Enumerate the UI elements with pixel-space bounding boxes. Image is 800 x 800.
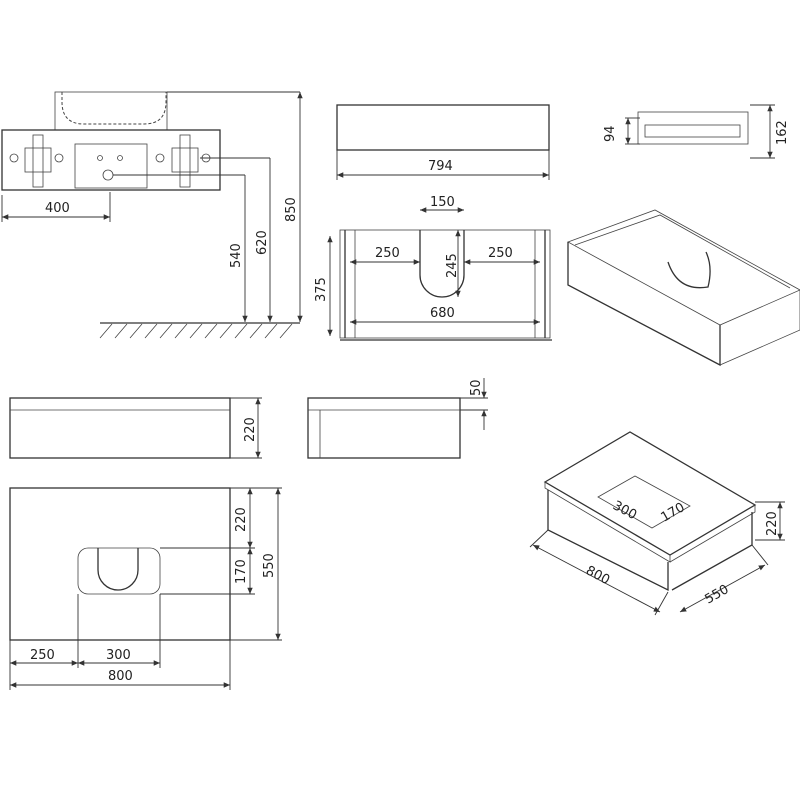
dim-300-iso: 300 [610, 498, 639, 523]
dim-170-plan: 170 [234, 559, 249, 584]
dim-162: 162 [775, 120, 790, 145]
dim-300-plan: 300 [106, 648, 131, 663]
dimension-lines [625, 104, 775, 159]
front-installation-view: 400 540 620 850 [1, 91, 303, 339]
iso-top-edge-front [544, 482, 671, 563]
bracket-left [24, 134, 52, 188]
siphon-cutout [419, 230, 465, 298]
drawer-side-detail: 94 162 [603, 104, 790, 159]
dim-50: 50 [469, 379, 484, 396]
dim-250-right: 250 [488, 246, 513, 261]
drawer-iso-front [567, 242, 721, 367]
floor-hatch [99, 323, 293, 339]
top-panel-outline [336, 104, 550, 151]
dim-94: 94 [603, 125, 618, 142]
drawer-iso-top [567, 209, 800, 326]
dim-680: 680 [430, 306, 455, 321]
isometric-view: 300 170 800 550 220 [529, 431, 785, 616]
basin-opening [77, 547, 161, 595]
dim-150: 150 [430, 195, 455, 210]
drawer-isometric [567, 209, 800, 367]
plan-siphon-cutout [97, 548, 139, 591]
dim-220-front: 220 [243, 417, 258, 442]
dim-550-plan: 550 [262, 553, 277, 578]
plan-view: 220 170 550 250 300 800 [9, 487, 282, 690]
drawer-opening [74, 143, 148, 189]
dimension-lines [230, 397, 262, 459]
dimension-lines [529, 501, 785, 616]
dimension-lines [1, 91, 303, 322]
dim-620: 620 [255, 230, 270, 255]
top-panel-view: 794 [336, 104, 550, 180]
dimension-lines [336, 150, 550, 180]
bracket-right [171, 134, 199, 188]
dim-375: 375 [314, 277, 329, 302]
front-elevation-outline [9, 397, 231, 459]
basin-dashed [61, 92, 167, 125]
cabinet-front [1, 129, 221, 191]
dim-850: 850 [284, 197, 299, 222]
dimension-lines [9, 487, 282, 690]
dim-800-plan: 800 [108, 669, 133, 684]
drawer-iso-inner-edge [574, 214, 791, 289]
drawer-front-outline [339, 229, 551, 339]
dim-220-plan: 220 [234, 507, 249, 532]
iso-top-edge-side [669, 505, 756, 563]
dim-794: 794 [428, 159, 453, 174]
plan-outline [9, 487, 231, 641]
side-elevation-outline [307, 397, 461, 459]
iso-basin-cutout [597, 475, 691, 529]
dim-170-iso: 170 [659, 500, 688, 525]
dim-540: 540 [229, 243, 244, 268]
dim-250-plan: 250 [30, 648, 55, 663]
iso-top [543, 431, 757, 556]
front-elevation: 220 [9, 397, 262, 459]
dimension-lines [460, 378, 488, 430]
dimension-lines [327, 207, 540, 336]
dim-220-iso: 220 [765, 511, 780, 536]
drawer-siphon-cutout [667, 251, 711, 289]
drawer-side-outline [637, 111, 749, 145]
drawer-front-view: 150 250 250 245 375 680 [314, 195, 552, 341]
side-elevation: 50 [307, 378, 488, 459]
dim-245: 245 [445, 253, 460, 278]
dim-400: 400 [45, 201, 70, 216]
drawer-iso-side [719, 290, 800, 366]
dim-250-left: 250 [375, 246, 400, 261]
drain-outlet [102, 169, 114, 181]
iso-side-face [671, 512, 753, 591]
drawer-runner [644, 124, 741, 138]
